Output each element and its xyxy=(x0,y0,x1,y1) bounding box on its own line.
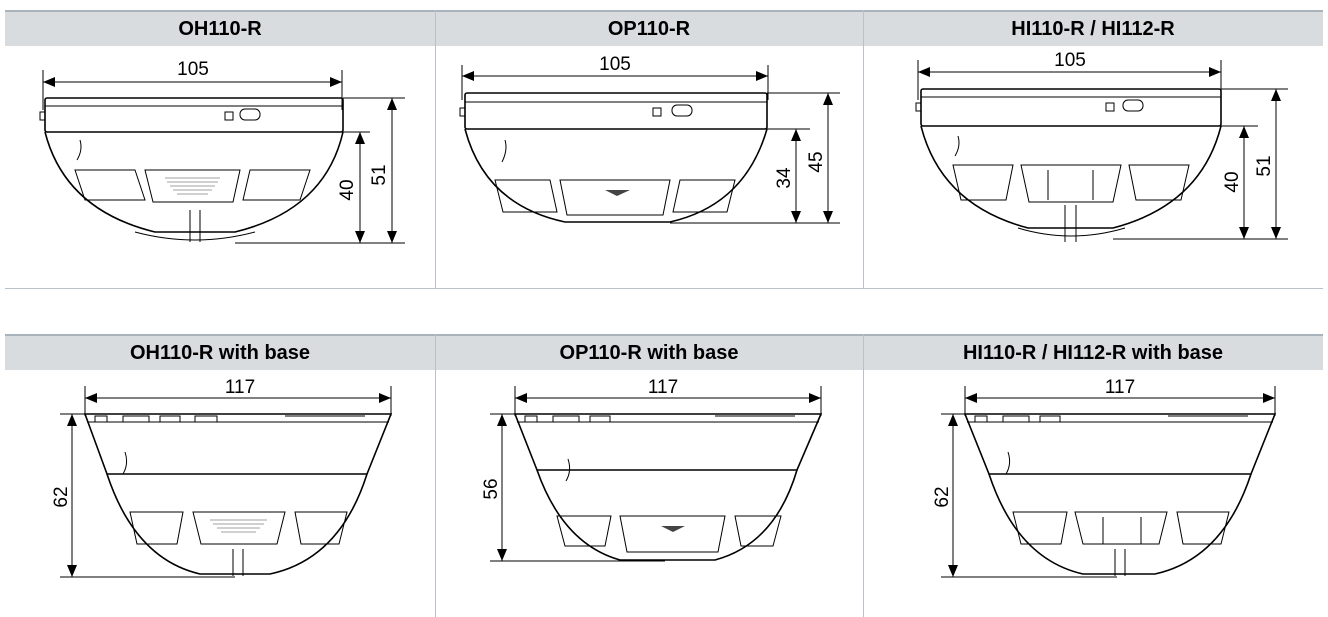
diagram-oh110r-with-base: 117 62 xyxy=(51,377,393,578)
width-label: 117 xyxy=(648,377,678,398)
width-label: 105 xyxy=(1054,50,1086,71)
height-a-label: 40 xyxy=(337,179,358,200)
header-hi110r-hi112r: HI110-R / HI112-R xyxy=(863,10,1323,46)
height-b-label: 51 xyxy=(1254,155,1275,176)
height-label: 62 xyxy=(932,486,953,507)
diagram-op110r-with-base: 117 56 xyxy=(481,377,823,562)
diagram-hi110r-hi112r: 105 40 51 xyxy=(915,50,1288,242)
height-label: 62 xyxy=(51,486,72,507)
top-dimension-table: OH110-R OP110-R HI110-R / HI112-R 105 xyxy=(5,10,1323,289)
height-a-label: 40 xyxy=(1222,171,1243,192)
header-oh110r: OH110-R xyxy=(5,10,435,46)
height-a-label: 34 xyxy=(774,167,795,189)
diagram-op110r: 105 34 45 xyxy=(459,54,840,224)
height-b-label: 45 xyxy=(806,151,827,172)
width-label: 105 xyxy=(599,54,631,75)
header-op110r-with-base: OP110-R with base xyxy=(435,334,863,370)
height-label: 56 xyxy=(481,478,502,499)
diagram-hi110r-hi112r-with-base: 117 62 xyxy=(932,377,1277,578)
header-op110r: OP110-R xyxy=(435,10,863,46)
width-label: 117 xyxy=(225,377,255,398)
height-b-label: 51 xyxy=(369,164,390,185)
diagram-oh110r: 105 40 51 xyxy=(39,59,405,244)
bottom-dimension-table: OH110-R with base OP110-R with base HI11… xyxy=(5,334,1323,617)
width-label: 105 xyxy=(177,59,209,80)
width-label: 117 xyxy=(1105,377,1135,398)
header-hi110r-hi112r-with-base: HI110-R / HI112-R with base xyxy=(863,334,1323,370)
header-oh110r-with-base: OH110-R with base xyxy=(5,334,435,370)
